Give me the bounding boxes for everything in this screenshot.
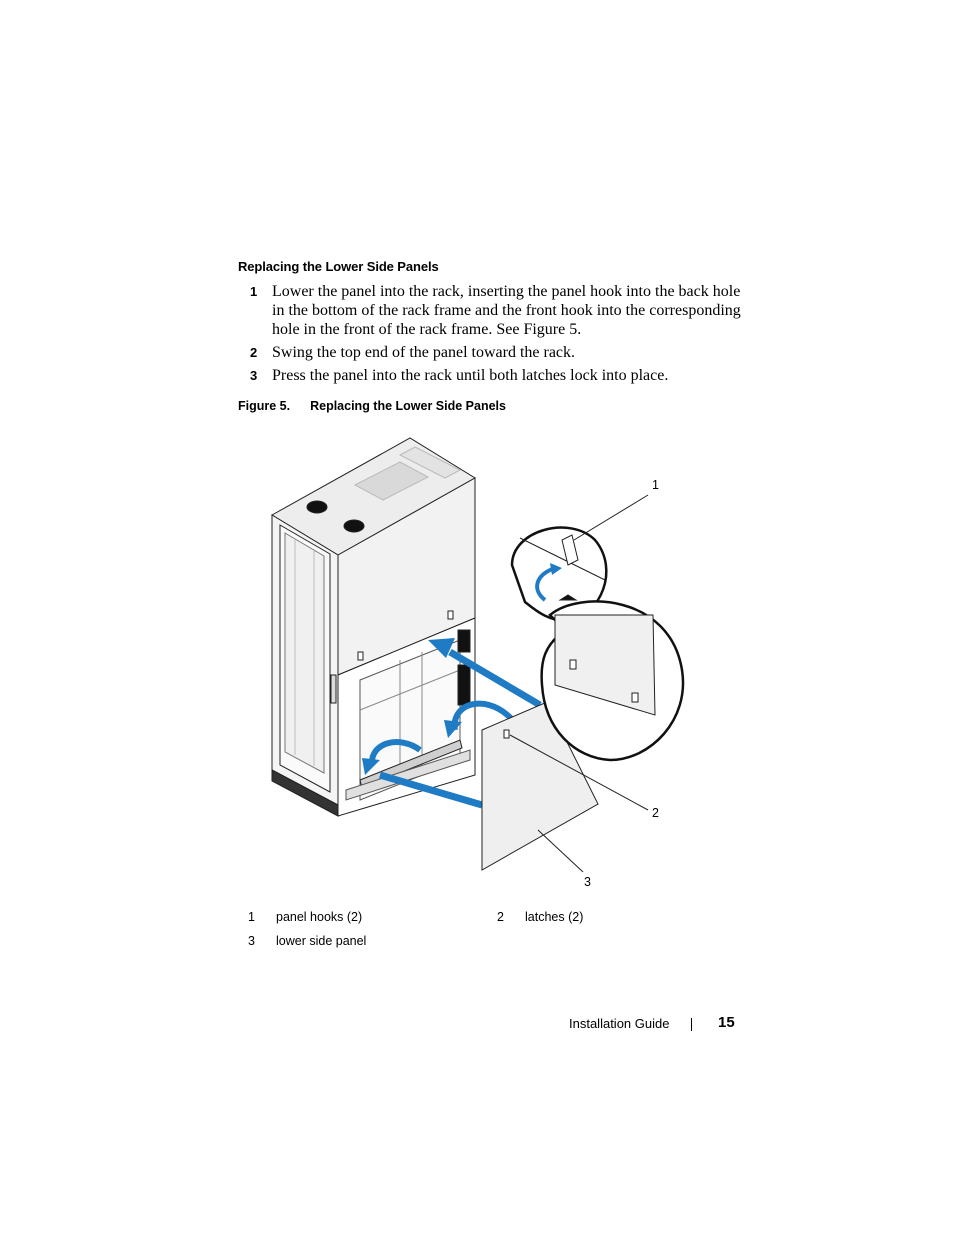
- footer-divider: [691, 1018, 692, 1031]
- figure-title: Replacing the Lower Side Panels: [310, 399, 506, 413]
- legend-label: lower side panel: [276, 934, 367, 948]
- legend-number: 2: [497, 910, 504, 924]
- swing-arrow: [369, 739, 422, 766]
- lower-side-panel: [481, 701, 599, 871]
- arrow-upper: [448, 648, 542, 709]
- legend-number: 1: [248, 910, 255, 924]
- callout-2: 2: [652, 806, 659, 820]
- leader-line-1: [573, 494, 649, 541]
- footer-title: Installation Guide: [569, 1016, 670, 1031]
- step-text: Lower the panel into the rack, inserting…: [272, 283, 741, 338]
- section-heading: Replacing the Lower Side Panels: [238, 259, 439, 274]
- legend-number: 3: [248, 934, 255, 948]
- zoom-panel-detail: [554, 614, 656, 716]
- cable-port: [343, 519, 365, 533]
- legend-label: latches (2): [525, 910, 584, 924]
- top-vent-front: [398, 446, 462, 479]
- step-number: 3: [250, 368, 258, 383]
- callout-3: 3: [584, 875, 591, 889]
- step-text: Press the panel into the rack until both…: [272, 367, 669, 384]
- door-handle: [330, 674, 337, 704]
- callout-1: 1: [652, 478, 659, 492]
- figure-caption: Figure 5. Replacing the Lower Side Panels: [238, 399, 506, 413]
- step-3: 3 Press the panel into the rack until bo…: [238, 367, 738, 388]
- rack-panel-illustration: [271, 437, 685, 873]
- step-text: Swing the top end of the panel toward th…: [272, 344, 576, 361]
- arrow-head: [362, 758, 380, 775]
- arrow-head: [428, 638, 455, 658]
- page-number: 15: [718, 1014, 735, 1031]
- arrow-head: [444, 720, 462, 738]
- cable-port: [306, 500, 328, 514]
- bottom-rail: [345, 749, 471, 801]
- top-vent: [353, 461, 430, 501]
- front-door-glass: [284, 532, 325, 774]
- leader-line-2: [509, 734, 649, 811]
- zoom-circle-hook: [510, 526, 608, 622]
- step-number: 2: [250, 345, 258, 360]
- rotation-arrow: [535, 566, 556, 602]
- figure-label: Figure 5.: [238, 399, 291, 413]
- arrow-lower: [379, 771, 483, 809]
- step-number: 1: [250, 284, 258, 299]
- leader-line-3: [537, 829, 584, 873]
- legend-label: panel hooks (2): [276, 910, 363, 924]
- step-2: 2 Swing the top end of the panel toward …: [238, 344, 738, 365]
- step-1: 1 Lower the panel into the rack, inserti…: [238, 283, 741, 344]
